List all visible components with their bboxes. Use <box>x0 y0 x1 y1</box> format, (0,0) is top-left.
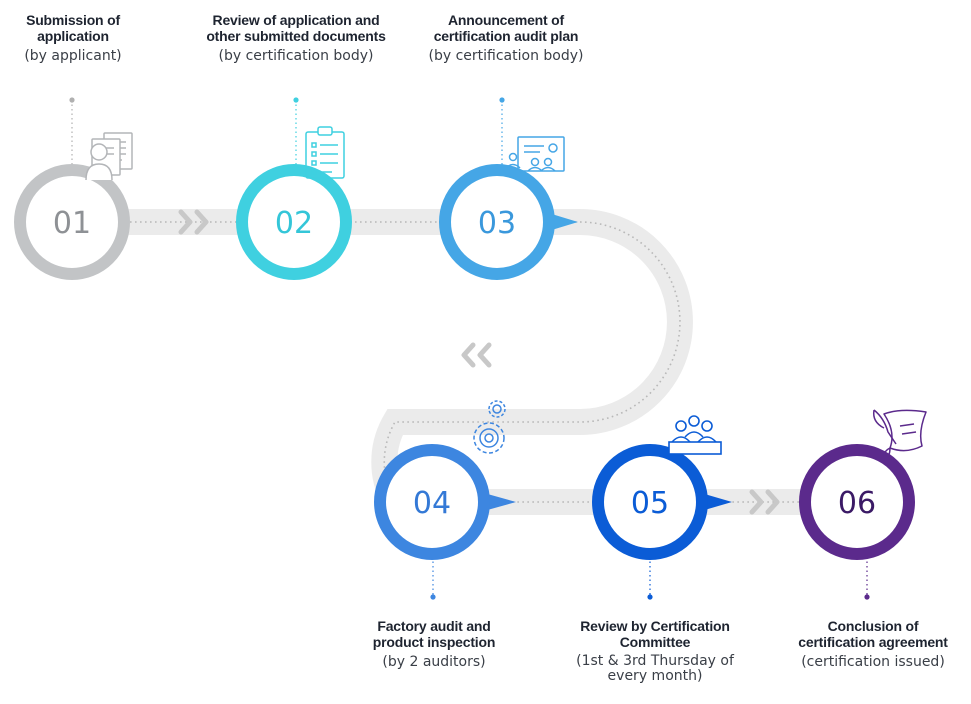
step-02-subtitle: (by certification body) <box>218 48 374 64</box>
step-01-subtitle: (by applicant) <box>24 48 122 64</box>
step-06-title-line-2: certification agreement <box>798 634 948 650</box>
road-band <box>57 209 883 515</box>
step-02-title-line-1: Review of application and <box>212 12 380 28</box>
step-02-number: 02 <box>275 206 313 241</box>
step-03-title-line-1: Announcement of <box>448 12 564 28</box>
step-01-label: Submission of application (by applicant) <box>0 12 146 65</box>
step-02-title-line-2: other submitted documents <box>206 28 386 44</box>
presentation-board-icon <box>505 136 565 172</box>
chevron-left-icon <box>461 342 492 368</box>
quill-scroll-icon <box>872 409 927 459</box>
step-04-subtitle: (by 2 auditors) <box>382 654 486 670</box>
step-05-subtitle-line-1: (1st & 3rd Thursday of <box>576 653 734 669</box>
step-01-number: 01 <box>53 206 91 241</box>
step-06-title-line-1: Conclusion of <box>827 618 919 634</box>
leader-dots <box>69 97 870 600</box>
chevron-right-icon <box>178 209 209 235</box>
step-05-title-line-2: Committee <box>619 634 691 650</box>
step-04-marker: 04 <box>374 444 516 560</box>
step-05-label: Review by Certification Committee (1st &… <box>552 618 758 684</box>
chevron-right-icon <box>749 489 780 515</box>
step-04-title-line-2: product inspection <box>372 634 496 650</box>
step-03-subtitle: (by certification body) <box>428 48 584 64</box>
step-03-marker: 03 <box>439 164 578 280</box>
gears-icon <box>473 400 506 454</box>
step-06-number: 06 <box>838 486 876 521</box>
step-04-title-line-1: Factory audit and <box>377 618 491 634</box>
step-03-label: Announcement of certification audit plan… <box>408 12 604 65</box>
step-03-number: 03 <box>478 206 516 241</box>
step-01-title-line-2: application <box>37 28 109 44</box>
step-05-number: 05 <box>631 486 669 521</box>
step-06-subtitle: (certification issued) <box>801 654 945 670</box>
step-06-label: Conclusion of certification agreement (c… <box>778 618 968 671</box>
step-01-title-line-1: Submission of <box>26 12 120 28</box>
step-05-marker: 05 <box>592 444 732 560</box>
step-04-label: Factory audit and product inspection (by… <box>344 618 524 671</box>
step-04-number: 04 <box>413 486 451 521</box>
step-03-title-line-2: certification audit plan <box>433 28 579 44</box>
leader-lines <box>71 100 868 596</box>
step-02-label: Review of application and other submitte… <box>188 12 404 65</box>
step-06-marker: 06 <box>799 444 915 560</box>
step-01-marker: 01 <box>14 164 130 280</box>
step-05-subtitle-line-2: every month) <box>607 668 703 684</box>
committee-icon <box>668 415 722 455</box>
step-02-marker: 02 <box>236 164 352 280</box>
document-person-icon <box>85 132 133 181</box>
step-05-title-line-1: Review by Certification <box>580 618 730 634</box>
road <box>57 209 883 515</box>
clipboard-checklist-icon <box>305 126 345 179</box>
